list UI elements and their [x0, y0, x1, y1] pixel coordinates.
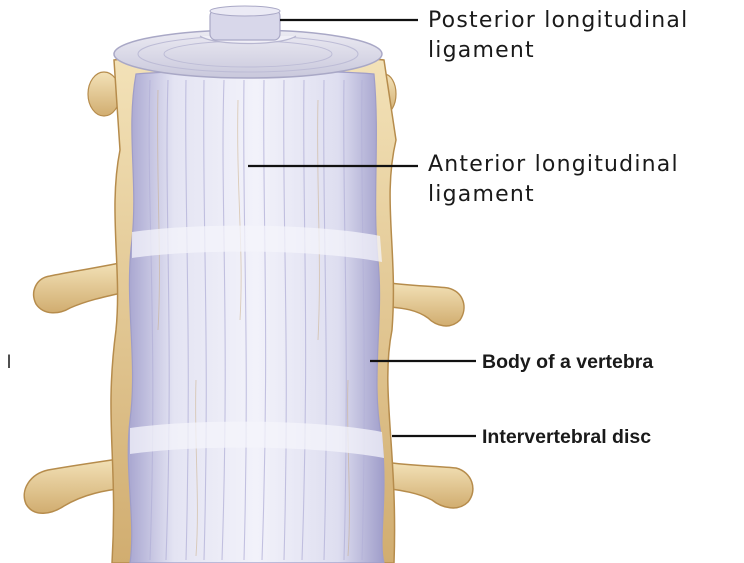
- transverse-process-right-lower: [384, 462, 473, 508]
- label-posterior-line2: ligament: [428, 36, 688, 66]
- transverse-process-right-upper: [382, 282, 464, 326]
- label-posterior-longitudinal-ligament: Posterior longitudinal ligament: [428, 6, 688, 66]
- label-anterior-line1: Anterior longitudinal: [428, 150, 679, 180]
- transverse-process-left-upper: [34, 262, 126, 313]
- label-posterior-line1: Posterior longitudinal: [428, 6, 688, 36]
- label-body-of-vertebra: Body of a vertebra: [482, 350, 653, 374]
- transverse-process-left-lower: [24, 458, 126, 513]
- posterior-ligament-cap: [210, 6, 280, 16]
- label-anterior-line2: ligament: [428, 180, 679, 210]
- label-intervertebral-disc: Intervertebral disc: [482, 425, 651, 449]
- stray-mark: l: [7, 352, 11, 373]
- label-anterior-longitudinal-ligament: Anterior longitudinal ligament: [428, 150, 679, 210]
